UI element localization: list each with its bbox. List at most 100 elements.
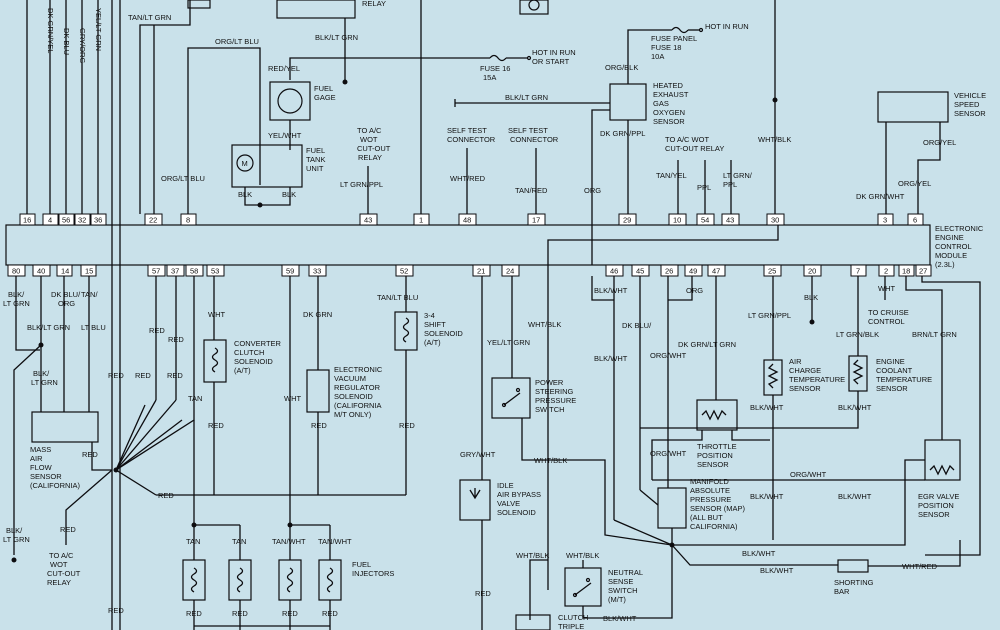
ac-wot3-3: CUT-OUT [47, 569, 81, 578]
bottom-pin-label: 53 [211, 267, 219, 276]
wire-label-ltgrn-blk: LT GRN/BLK [836, 330, 879, 339]
shorting-2: BAR [834, 587, 850, 596]
neutral-3: SWITCH [608, 586, 638, 595]
wire-label-blk-ltgrn-a2: LT GRN [3, 299, 30, 308]
self-test1-1: SELF TEST [447, 126, 487, 135]
wire-label-red-140: RED [135, 371, 151, 380]
wire-label-red-maf: RED [82, 450, 98, 459]
bottom-pin-label: 52 [400, 267, 408, 276]
top-pin-label: 29 [623, 216, 631, 225]
wire-label-yel-ltgrn: YEL/LT GRN [487, 338, 530, 347]
wire-label-red-inj2: RED [232, 609, 248, 618]
wire-label-red-ac: RED [60, 525, 76, 534]
ac-wot2-2: CUT-OUT RELAY [665, 144, 724, 153]
top-pin-label: 22 [149, 216, 157, 225]
wire-label-wht-red: WHT/RED [450, 174, 486, 183]
fuel-tank-3: UNIT [306, 164, 324, 173]
maf-1: MASS [30, 445, 51, 454]
shift-1: 3-4 [424, 311, 435, 320]
top-pin-label: 32 [78, 216, 86, 225]
wire-label-org-wht-egr: ORG/WHT [790, 470, 827, 479]
wire-label-blk-ltgrn-a1: BLK/ [8, 290, 25, 299]
cruise-2: CONTROL [868, 317, 905, 326]
wire-label-tan-ltblu-52: TAN/LT BLU [377, 293, 418, 302]
shift-3: SOLENOID [424, 329, 463, 338]
bottom-pin-label: 27 [919, 267, 927, 276]
top-pin-label: 10 [673, 216, 681, 225]
wire-label-wht-cruise: WHT [878, 284, 895, 293]
clutch-2: TRIPLE [558, 622, 584, 630]
wire-label-org-49: ORG [686, 286, 703, 295]
left-top-wires: DK GRN/YEL DK BLU GRY/ORG YEL/LT GRN TAN… [26, 0, 261, 630]
top-pin-label: 30 [771, 216, 779, 225]
shorting-1: SHORTING [834, 578, 874, 587]
neutral-4: (M/T) [608, 595, 626, 604]
ect-2: COOLANT [876, 366, 913, 375]
top-pin-label: 48 [463, 216, 471, 225]
map-6: CALIFORNIA) [690, 522, 738, 531]
ps-2: STEERING [535, 387, 574, 396]
wire-label-yel-wht: YEL/WHT [268, 131, 302, 140]
hego-1: HEATED [653, 81, 683, 90]
wire-label-dkgrn-ppl: DK GRN/PPL [600, 129, 645, 138]
bottom-pin-label: 2 [884, 267, 888, 276]
self-test2-1: SELF TEST [508, 126, 548, 135]
fuel-tank-1: FUEL [306, 146, 325, 155]
tps-3: SENSOR [697, 460, 729, 469]
wire-label-red-inj1: RED [186, 609, 202, 618]
ect-1: ENGINE [876, 357, 905, 366]
act-4: SENSOR [789, 384, 821, 393]
top-mid-connectors: TO A/C WOT CUT-OUT RELAY LT GRN/PPL SELF… [340, 0, 559, 214]
wire-label-blk-wht-ns: BLK/WHT [603, 614, 637, 623]
wire-label-red-bus: RED [158, 491, 174, 500]
bottom-pin-label: 25 [768, 267, 776, 276]
map-1: MANIFOLD [690, 477, 729, 486]
solenoids-circuit: TAN WHT CONVERTER CLUTCH SOLENOID (A/T) … [182, 276, 463, 630]
wire-label-tanwht-inj4: TAN/WHT [318, 537, 352, 546]
relay-label: RELAY [362, 0, 386, 8]
wire-label-tan-yel: TAN/YEL [656, 171, 687, 180]
bottom-pin-label: 58 [190, 267, 198, 276]
injectors-2: INJECTORS [352, 569, 394, 578]
wire-label-org: ORG [584, 186, 601, 195]
wire-label-wht-blk-top: WHT/BLK [758, 135, 791, 144]
wire-label-tan-red: TAN/RED [515, 186, 548, 195]
fuse16-label: FUSE 16 [480, 64, 510, 73]
iab-4: SOLENOID [497, 508, 536, 517]
wire-label-blk-wht-map: BLK/WHT [750, 492, 784, 501]
wire-label-wht-blk-low2: WHT/BLK [566, 551, 599, 560]
center-switches: GRY/WHT IDLE AIR BYPASS VALVE SOLENOID R… [459, 225, 779, 630]
wire-label-ltgrn-ppl-2b: PPL [723, 180, 737, 189]
wire-label-blk-ltgrn-b: BLK/LT GRN [27, 323, 70, 332]
ps-3: PRESSURE [535, 396, 576, 405]
maf-2: AIR [30, 454, 43, 463]
top-pin-label: 8 [186, 216, 190, 225]
wire-label-dkblu-org-1: DK BLU/ [51, 290, 81, 299]
wire-label-dkblu-org-2: ORG [58, 299, 75, 308]
top-pin-label: 43 [364, 216, 372, 225]
fuse18-1: FUSE PANEL [651, 34, 697, 43]
wire-label-brn-ltgrn: BRN/LT GRN [912, 330, 957, 339]
wire-label-blk-wht-act: BLK/WHT [750, 403, 784, 412]
fuse16-note-2: OR START [532, 57, 570, 66]
evr-6: M/T ONLY) [334, 410, 372, 419]
wire-label-blk-ltgrn-d2: LT GRN [3, 535, 30, 544]
self-test1-2: CONNECTOR [447, 135, 496, 144]
wire-label-org-wht-tps: ORG/WHT [650, 449, 687, 458]
ecm-label-line5: (2.3L) [935, 260, 955, 269]
map-2: ABSOLUTE [690, 486, 730, 495]
cruise-1: TO CRUISE [868, 308, 909, 317]
fuse18-note: HOT IN RUN [705, 22, 749, 31]
wire-label-blk-ltgrn-d1: BLK/ [6, 526, 23, 535]
wire-label-ltgrn-ppl-2a: LT GRN/ [723, 171, 753, 180]
wire-label-wht-53: WHT [208, 310, 225, 319]
top-pin-label: 4 [48, 216, 52, 225]
top-pin-label: 1 [419, 216, 423, 225]
ac-wot1-4: RELAY [358, 153, 382, 162]
egr-2: POSITION [918, 501, 954, 510]
top-pin-label: 3 [883, 216, 887, 225]
ecm-label-line4: MODULE [935, 251, 967, 260]
motor-icon: M [242, 159, 248, 168]
wire-label-vertical: GRY/ORG [78, 28, 87, 63]
wire-label-wht-blk-mid: WHT/BLK [528, 320, 561, 329]
